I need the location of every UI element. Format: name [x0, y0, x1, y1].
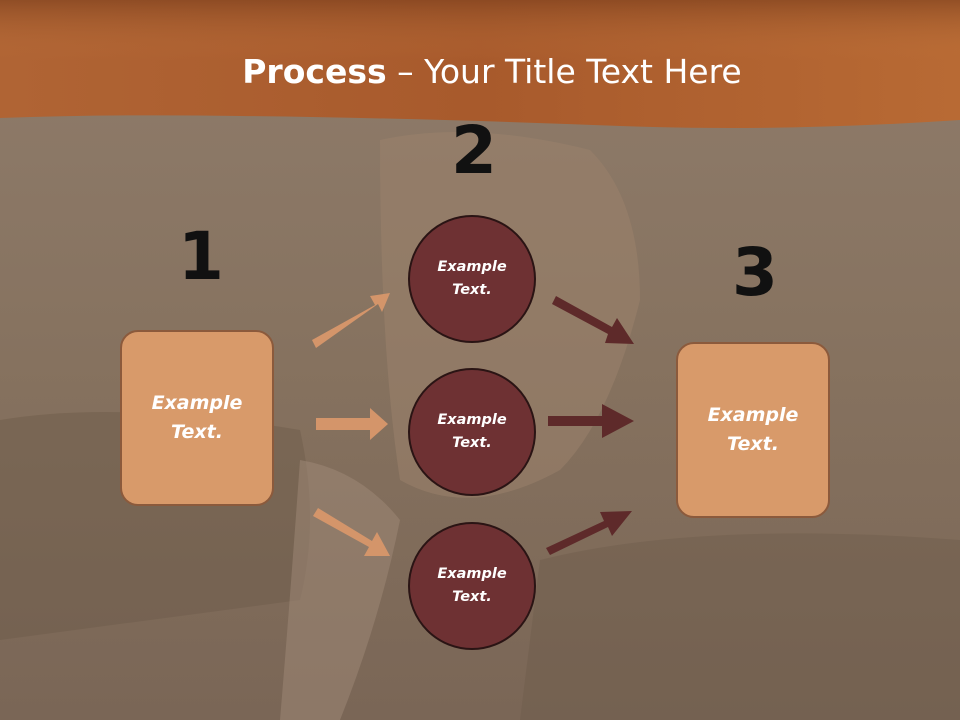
step-number-3: 3 — [732, 234, 778, 311]
step-3-text: Example Text. — [707, 403, 799, 455]
step-3-box: Example Text. — [676, 342, 830, 518]
step-2-circle-top: Example Text. — [408, 215, 536, 343]
step-2-circle-bottom: Example Text. — [408, 522, 536, 650]
title-rest: – Your Title Text Here — [386, 52, 742, 91]
step-number-2: 2 — [451, 112, 497, 189]
step-1-text: Example Text. — [151, 391, 243, 443]
step-number-1: 1 — [178, 218, 224, 295]
step-2-text-top: Example Text. — [437, 258, 507, 298]
step-2-text-bottom: Example Text. — [437, 565, 507, 605]
step-1-box: Example Text. — [120, 330, 274, 506]
step-2-text-middle: Example Text. — [437, 411, 507, 451]
title-bold: Process — [242, 52, 387, 91]
step-2-circle-middle: Example Text. — [408, 368, 536, 496]
slide-title: Process – Your Title Text Here — [0, 52, 960, 91]
